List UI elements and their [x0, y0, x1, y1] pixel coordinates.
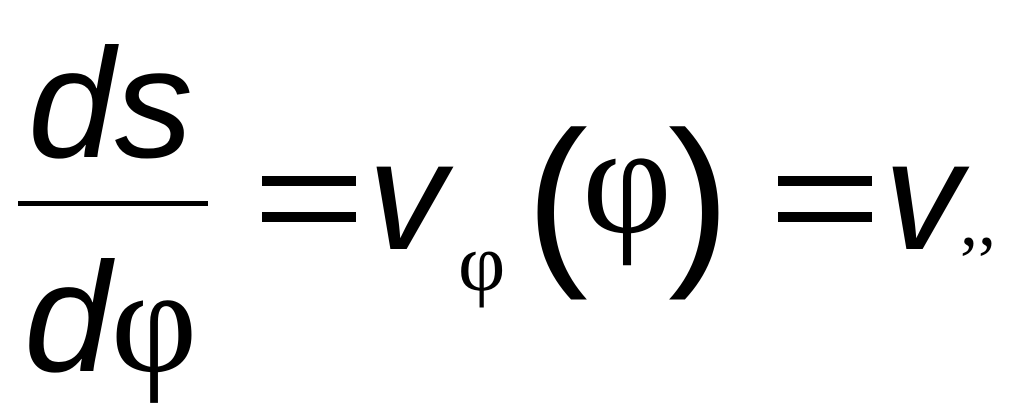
- rhs-subscript: ,,: [960, 181, 996, 261]
- argument-phi: φ: [582, 93, 673, 266]
- right-parenthesis: ): [668, 94, 730, 301]
- fraction-numerator: ds: [28, 17, 193, 191]
- equals-sign-2-bottom-bar: [778, 212, 872, 222]
- velocity-symbol: v: [368, 109, 446, 283]
- fraction-denominator: dφ: [24, 240, 197, 397]
- equals-sign-1-top-bar: [262, 176, 356, 186]
- equals-sign-1-bottom-bar: [262, 212, 356, 222]
- rhs-velocity-symbol: v: [884, 109, 962, 283]
- velocity-subscript-phi: φ: [458, 217, 506, 308]
- left-parenthesis: (: [526, 94, 588, 301]
- denominator-phi: φ: [110, 238, 198, 404]
- equals-sign-2-top-bar: [778, 176, 872, 186]
- denominator-d: d: [24, 231, 111, 405]
- fraction-bar: [18, 201, 208, 206]
